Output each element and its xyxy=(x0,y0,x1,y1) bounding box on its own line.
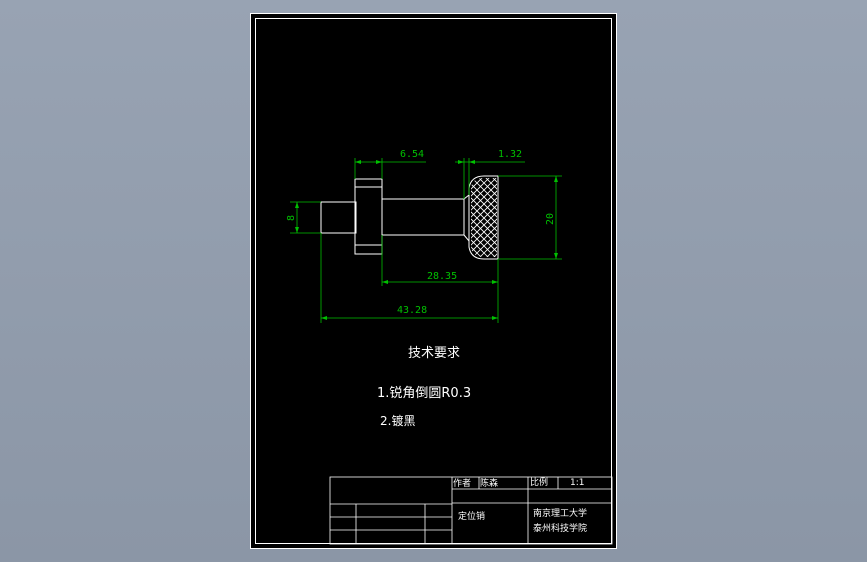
drawing-sheet: 6.54 1.32 20 8 28.35 43.28 技术要求 1.锐角倒圆R0… xyxy=(250,13,617,549)
outer-border xyxy=(250,13,617,549)
middle-shank xyxy=(381,198,465,236)
dim-head-diameter: 20 xyxy=(545,213,556,225)
knurl-pattern xyxy=(471,178,497,257)
author-label: 作者 xyxy=(453,477,471,489)
flange xyxy=(354,178,383,255)
dim-head-gap: 6.54 xyxy=(400,149,424,160)
drawing-canvas: 6.54 1.32 20 8 28.35 43.28 技术要求 1.锐角倒圆R0… xyxy=(250,13,617,549)
notes-item-1: 1.锐角倒圆R0.3 xyxy=(377,386,471,401)
school-line-1: 南京理工大学 xyxy=(533,507,587,519)
notes-title: 技术要求 xyxy=(408,346,460,361)
inner-border xyxy=(255,18,612,544)
dim-knurl-width: 1.32 xyxy=(498,149,522,160)
part-name: 定位销 xyxy=(458,510,485,522)
title-block xyxy=(329,476,613,545)
left-shank xyxy=(320,201,357,234)
notes-item-2: 2.镀黑 xyxy=(380,414,415,428)
author-name: 陈森 xyxy=(480,477,498,489)
school-line-2: 泰州科技学院 xyxy=(533,522,587,534)
dim-total-length: 43.28 xyxy=(397,305,427,316)
dim-mid-length: 28.35 xyxy=(427,271,457,282)
scale-value: 1:1 xyxy=(570,478,584,488)
scale-label: 比例 xyxy=(530,476,548,488)
dimension-lines xyxy=(290,158,562,323)
dimension-arrows xyxy=(295,160,558,320)
dim-shank-diameter: 8 xyxy=(286,215,297,221)
